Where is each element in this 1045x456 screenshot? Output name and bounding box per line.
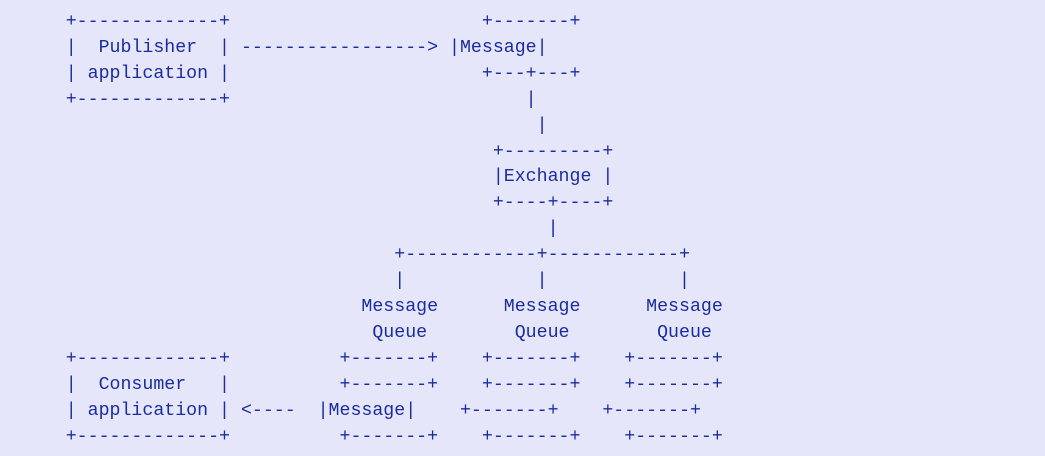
diagram-line: | Publisher | -----------------> |Messag… (0, 37, 548, 58)
diagram-line: | | | (0, 271, 690, 292)
diagram-line: +----+----+ (0, 193, 614, 214)
diagram-line: | application | +---+---+ (0, 63, 581, 84)
diagram-line: +---------+ (0, 141, 614, 162)
diagram-line: | (0, 115, 548, 136)
diagram-line: +-------------+ +-------+ (0, 12, 581, 32)
diagram-line: |Exchange | (0, 167, 614, 188)
diagram-line: +-------------+ +-------+ +-------+ +---… (0, 348, 723, 369)
diagram-line: Queue Queue Queue (0, 322, 712, 343)
diagram-line: Message Message Message (0, 296, 723, 317)
diagram-line: | (0, 219, 559, 240)
ascii-diagram: +-------------+ +-------+ | Publisher | … (0, 10, 723, 450)
diagram-line: +-------------+ | (0, 89, 537, 110)
diagram-line: +-------------+ +-------+ +-------+ +---… (0, 426, 723, 447)
diagram-line: | Consumer | +-------+ +-------+ +------… (0, 374, 723, 395)
diagram-line: | application | <---- |Message| +-------… (0, 400, 701, 421)
diagram-line: +------------+------------+ (0, 245, 690, 266)
